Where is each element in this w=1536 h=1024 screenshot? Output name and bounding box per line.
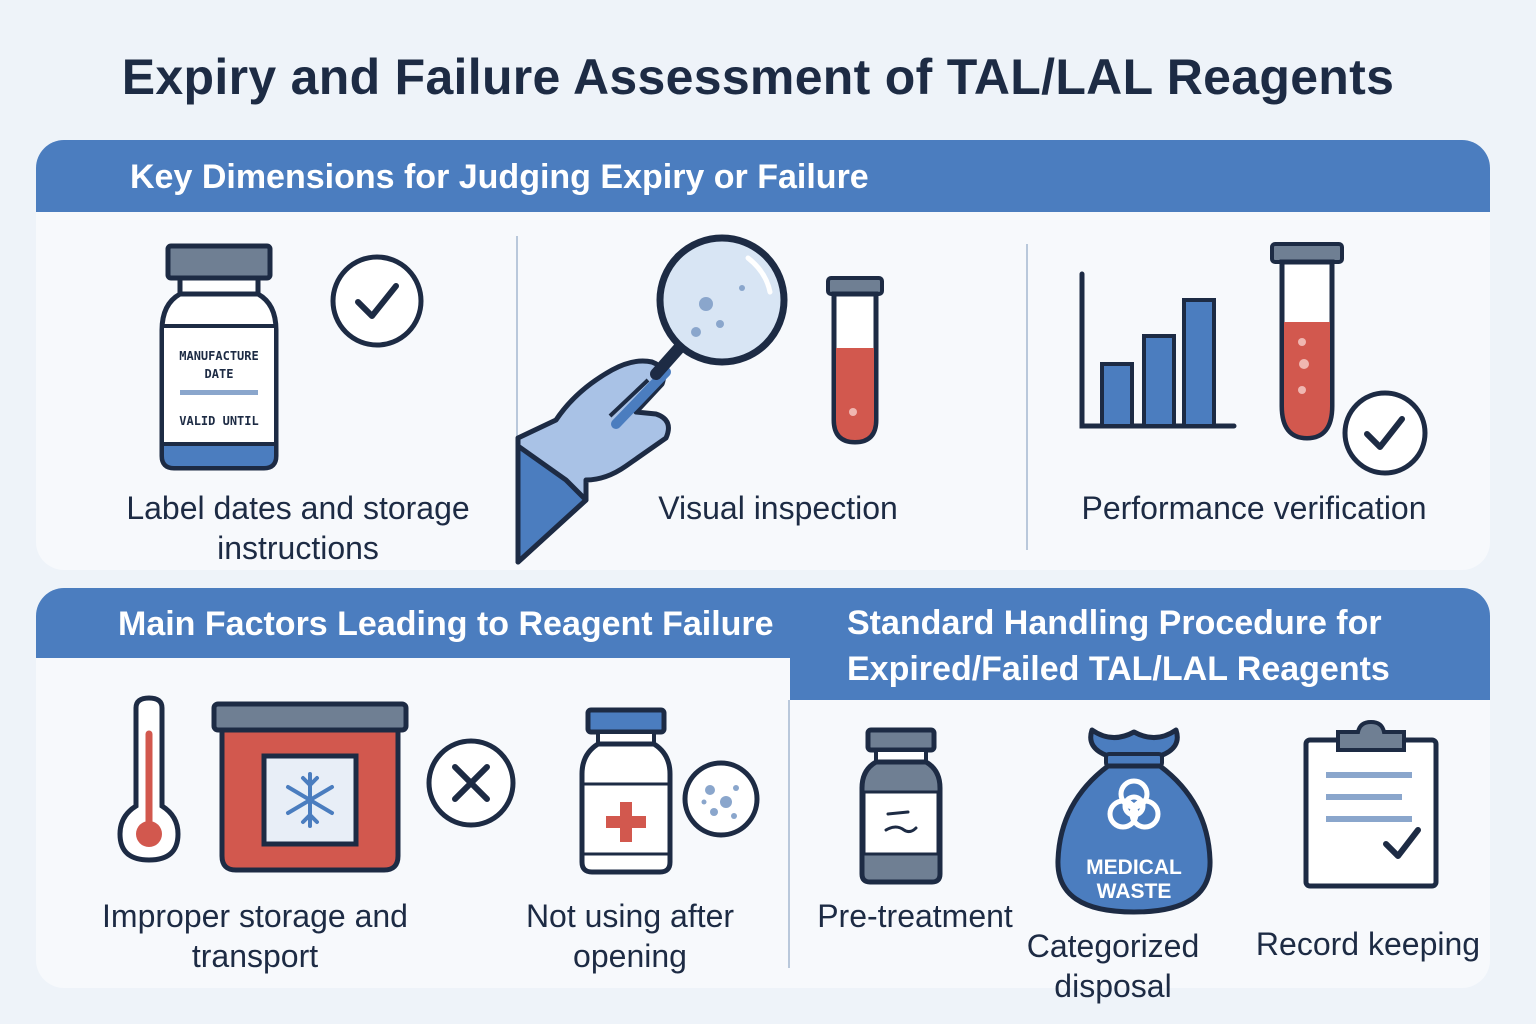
procedure-header-line1: Standard Handling Procedure for bbox=[847, 604, 1382, 642]
check-circle-icon bbox=[330, 254, 424, 348]
test-tube-icon bbox=[826, 276, 884, 445]
key-dimensions-header: Key Dimensions for Judging Expiry or Fai… bbox=[36, 140, 1490, 212]
procedure-header: Standard Handling Procedure for Expired/… bbox=[790, 588, 1490, 700]
contamination-icon bbox=[682, 760, 760, 838]
vial-label-line2: DATE bbox=[205, 367, 234, 381]
procedure-header-line2: Expired/Failed TAL/LAL Reagents bbox=[847, 650, 1390, 688]
caption-visual-inspection: Visual inspection bbox=[658, 490, 898, 526]
divider bbox=[1026, 244, 1028, 550]
freezer-box-icon bbox=[211, 701, 409, 873]
magnifying-glass-icon bbox=[650, 234, 788, 380]
treated-vial-icon bbox=[859, 727, 943, 885]
vial-label-line1: MANUFACTURE bbox=[179, 349, 258, 363]
divider bbox=[516, 236, 518, 556]
factors-header-text: Main Factors Leading to Reagent Failure bbox=[118, 605, 774, 643]
thermometer-icon bbox=[117, 695, 181, 863]
check-circle-icon bbox=[1342, 390, 1428, 476]
caption-label-dates: Label dates and storage instructions bbox=[126, 490, 470, 566]
gloved-hand-icon bbox=[515, 358, 671, 565]
caption-improper-storage: Improper storage and transport bbox=[102, 898, 408, 974]
caption-not-using-after-opening: Not using after opening bbox=[525, 898, 735, 974]
reagent-vial-icon: MANUFACTURE DATE VALID UNTIL bbox=[159, 243, 279, 471]
clipboard-icon bbox=[1303, 719, 1439, 889]
caption-performance-verification: Performance verification bbox=[1081, 490, 1427, 526]
page-title: Expiry and Failure Assessment of TAL/LAL… bbox=[121, 49, 1395, 105]
medical-waste-bag-icon: MEDICAL WASTE bbox=[1055, 727, 1213, 915]
opened-vial-icon bbox=[579, 707, 673, 875]
test-tube-icon bbox=[1270, 242, 1344, 441]
factors-header: Main Factors Leading to Reagent Failure bbox=[36, 588, 790, 658]
section-divider bbox=[788, 700, 790, 968]
caption-categorized-disposal: Categorized disposal bbox=[1026, 928, 1200, 1004]
bag-text-line1: MEDICAL bbox=[1086, 856, 1182, 879]
bar-chart-icon bbox=[1079, 271, 1237, 429]
x-circle-icon bbox=[426, 738, 516, 828]
vial-label-line3: VALID UNTIL bbox=[179, 414, 258, 428]
caption-record-keeping: Record keeping bbox=[1255, 926, 1481, 962]
caption-pre-treatment: Pre-treatment bbox=[817, 898, 1013, 934]
key-dimensions-header-text: Key Dimensions for Judging Expiry or Fai… bbox=[130, 158, 869, 196]
bag-text-line2: WASTE bbox=[1097, 880, 1172, 903]
biohazard-icon bbox=[1107, 778, 1161, 830]
